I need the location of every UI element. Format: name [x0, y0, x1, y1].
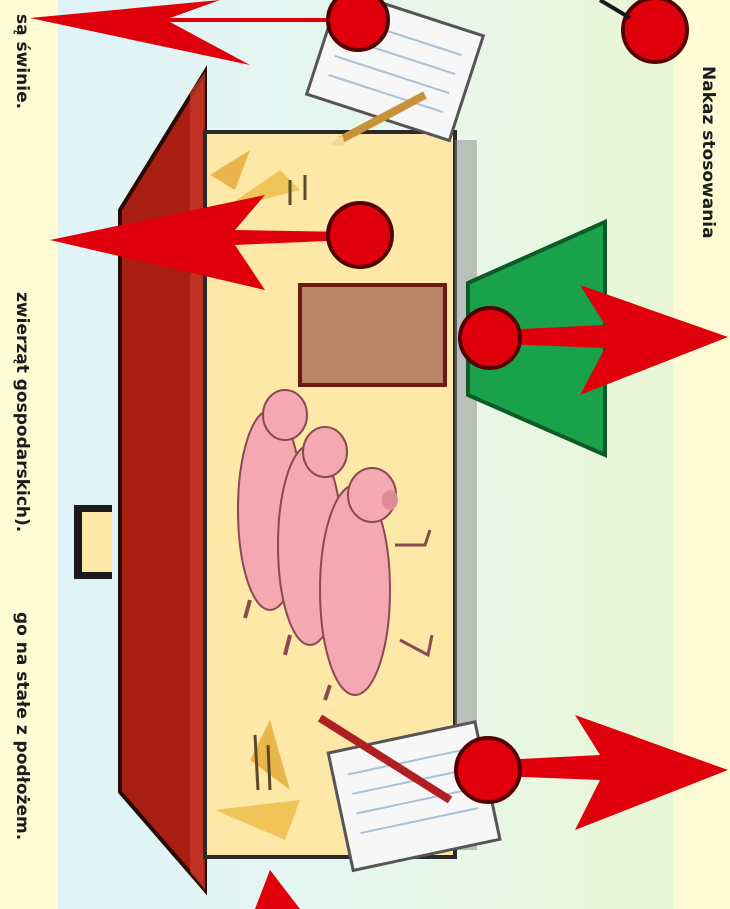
pointer-arrow-icon — [255, 870, 300, 909]
marker-dot-icon — [623, 0, 687, 62]
barn-window — [300, 285, 445, 385]
marker-dot-icon — [328, 203, 392, 267]
chimney — [74, 505, 112, 579]
marker-dot-icon — [328, 0, 388, 50]
barn-roof — [120, 72, 205, 890]
pointer-arrow-icon — [500, 715, 728, 830]
marker-dot-icon — [456, 738, 520, 802]
pointer-arrow-icon — [30, 0, 350, 65]
marker-dot-icon — [460, 308, 520, 368]
decorative-line — [600, 0, 630, 18]
